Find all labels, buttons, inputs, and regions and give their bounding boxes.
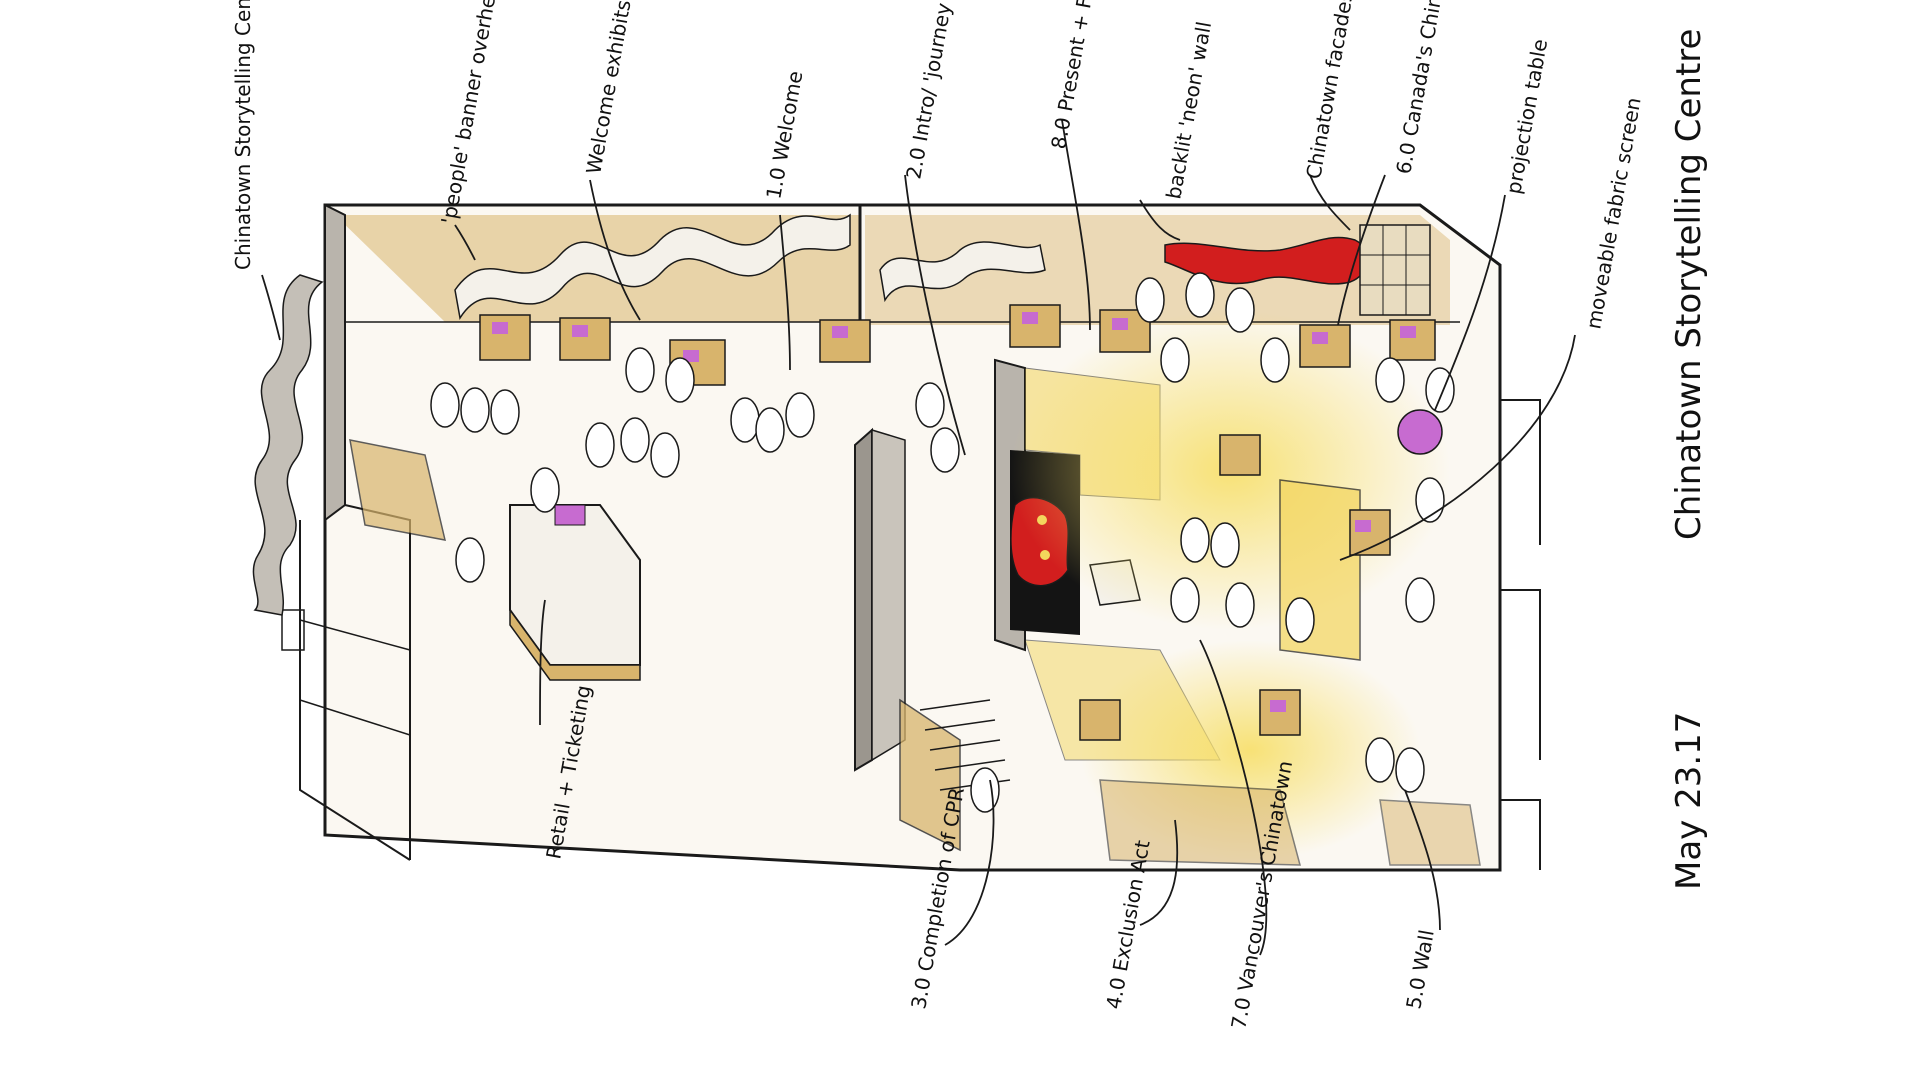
visitor-figures — [430, 272, 1455, 813]
label-banner-exterior: Chinatown Storytelling Centre banner on … — [231, 0, 255, 270]
stair — [919, 699, 1011, 791]
label-people-banner: 'people' banner overhead — [436, 0, 504, 226]
label-welcome: 1.0 Welcome — [761, 69, 807, 201]
label-facades: Chinatown facades — [1301, 0, 1358, 181]
leader-lines — [261, 119, 1576, 956]
label-projection-table: projection table — [1501, 37, 1552, 196]
display-cases — [479, 304, 1436, 741]
wood-panels — [349, 439, 1481, 866]
label-fabric-screen: moveable fabric screen — [1581, 96, 1645, 331]
label-present-future: 8.0 Present + Future — [1046, 0, 1105, 151]
sketch-date: May 23.17 — [1669, 712, 1709, 890]
page-title: Chinatown Storytelling Centre — [1669, 29, 1709, 540]
partition-wall — [854, 427, 906, 772]
chinatown-facades — [1359, 224, 1431, 316]
people-banner — [454, 213, 851, 321]
projection-table — [1397, 409, 1443, 455]
label-welcome-exhibits: Welcome exhibits in cases — [581, 0, 650, 176]
label-intro: 2.0 Intro/ 'journey to inclusion' — [901, 0, 978, 181]
label-neon-wall: backlit 'neon' wall — [1161, 20, 1216, 201]
intro-banner — [879, 241, 1046, 303]
label-canadas-chinatowns: 6.0 Canada's Chinatowns — [1391, 0, 1459, 176]
exterior-banner — [252, 274, 324, 616]
label-wall: 5.0 Wall — [1401, 928, 1439, 1011]
